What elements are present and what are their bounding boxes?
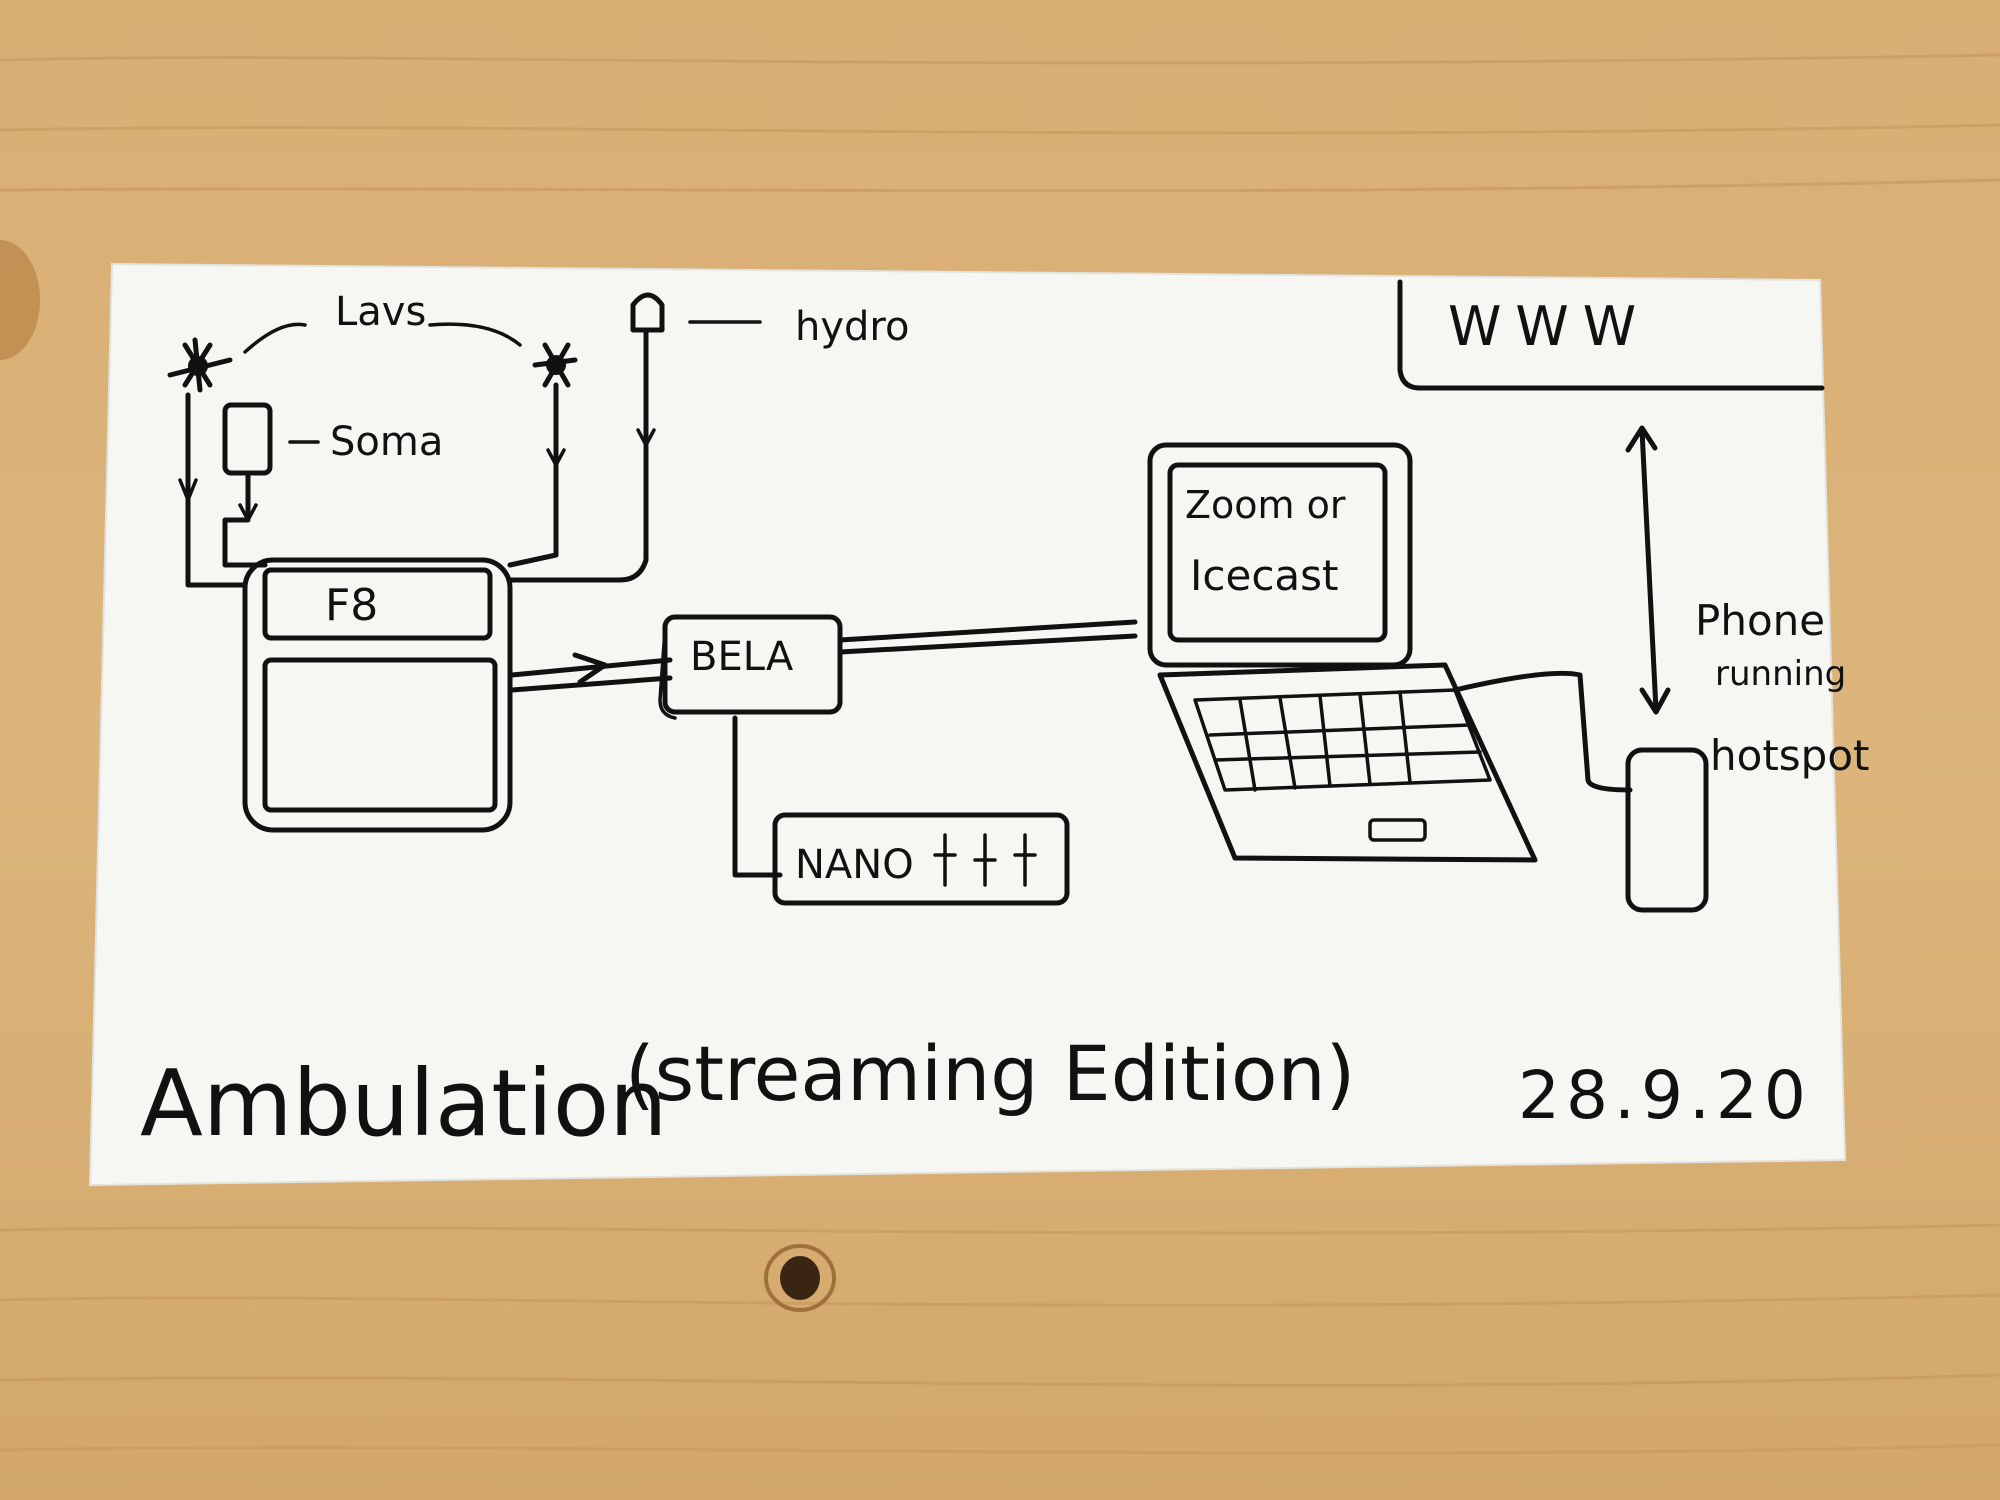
lav-mic-left-icon [167,337,233,393]
nano-sliders-icon [933,833,1037,887]
www-label: WWW [1448,295,1650,358]
nano-controller [772,812,1070,906]
paper-sheet [88,262,1847,1187]
wood-knot-left [0,240,40,360]
cable-soma [222,470,268,568]
www-box [1397,279,1825,391]
subtitle: (streaming Edition) [625,1029,1355,1118]
lavs-label: Lavs [335,289,426,335]
cable-left-lav [185,392,248,588]
phone-label-line2: running [1715,654,1846,694]
cable-right-lav [507,382,559,568]
lav-mic-right-icon [532,342,578,388]
cable-laptop-to-phone [1452,670,1633,793]
bela-box [658,614,843,720]
up-down-arrow-icon [1625,425,1671,715]
phone-label-line1: Phone [1695,596,1825,645]
phone-icon [1625,747,1709,913]
wood-knot [780,1256,820,1300]
bela-label: BELA [690,634,794,680]
cable-bela-to-nano [732,715,783,878]
hydro-label: hydro [795,304,909,350]
f8-recorder [242,557,513,833]
zoom-label-line1: Zoom or [1185,483,1346,527]
zoom-label-line2: Icecast [1190,551,1339,600]
title: Ambulation [140,1050,667,1157]
soma-label: Soma [330,419,443,465]
phone-label-line3: hotspot [1710,731,1870,780]
cable-bela-to-laptop [837,619,1138,655]
laptop-icon [1147,442,1538,863]
nano-label: NANO [795,842,914,888]
f8-label: F8 [325,580,378,631]
date: 28.9.20 [1518,1057,1812,1134]
cable-f8-to-bela [509,657,673,693]
hydrophone-icon [630,292,665,333]
cable-hydro [507,327,649,583]
